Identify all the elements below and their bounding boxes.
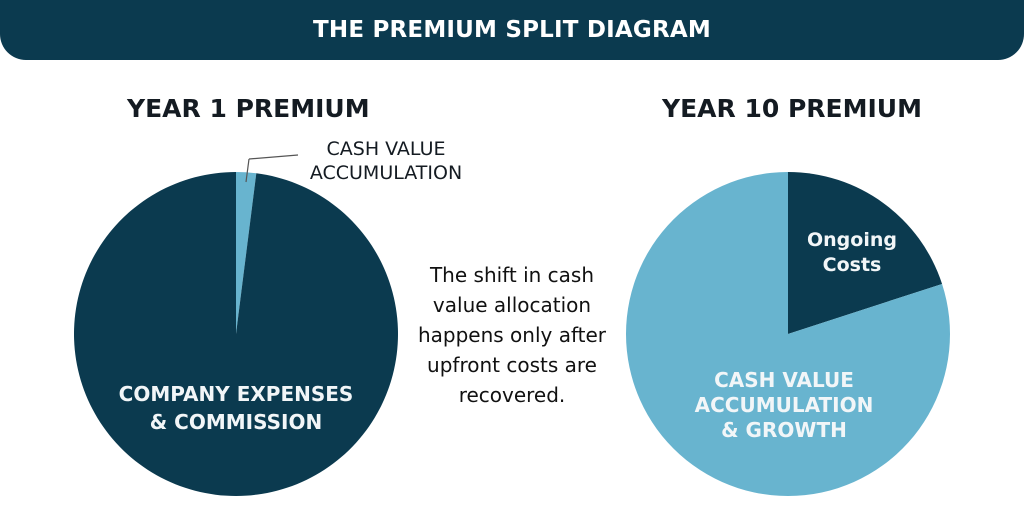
- year-10-slice-0: [788, 172, 943, 334]
- slice-label-ongoing-costs: Ongoing Costs: [807, 229, 897, 276]
- year-1-slice-0: [236, 172, 257, 334]
- callout-leader-line: [248, 154, 299, 160]
- chart-title-year-1: YEAR 1 PREMIUM: [127, 94, 370, 123]
- chart-title-year-10: YEAR 10 PREMIUM: [662, 94, 922, 123]
- slice-label-cash-value-growth: CASH VALUE ACCUMULATION & GROWTH: [694, 368, 874, 442]
- year-1-slice-1: [73, 171, 398, 496]
- callout-leader-line-drop: [245, 158, 250, 183]
- pie-year-10: [626, 172, 950, 496]
- explanation-text: The shift in cash value allocation happe…: [417, 263, 607, 407]
- page-title: THE PREMIUM SPLIT DIAGRAM: [312, 17, 711, 43]
- pie-year-1: [73, 171, 398, 496]
- slice-label-expenses: COMPANY EXPENSES & COMMISSION: [118, 382, 354, 434]
- header-banner: THE PREMIUM SPLIT DIAGRAM: [0, 0, 1024, 60]
- year-10-slice-1: [626, 172, 950, 496]
